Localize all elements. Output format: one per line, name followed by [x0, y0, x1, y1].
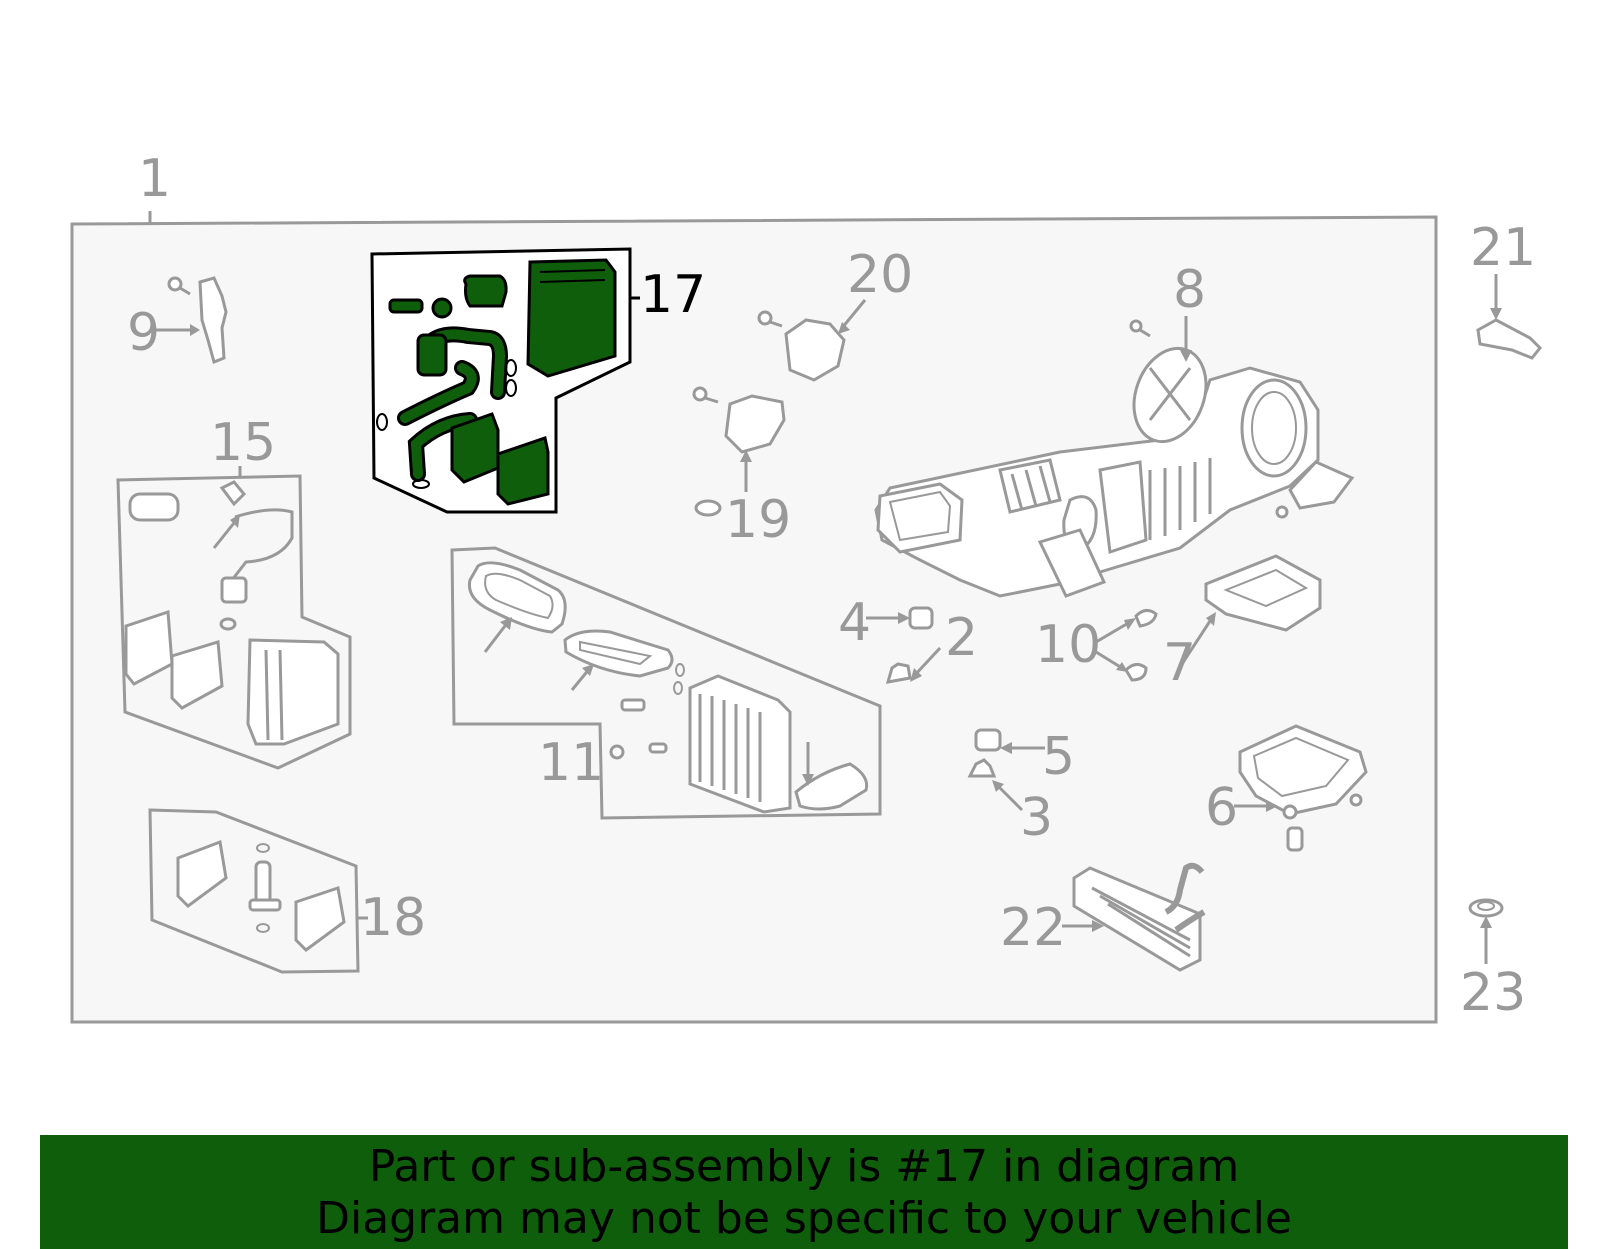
part-6[interactable] [1234, 724, 1368, 852]
callout-2[interactable]: 2 [945, 608, 978, 668]
part-3[interactable] [967, 758, 1024, 812]
part-23[interactable] [1468, 898, 1504, 964]
info-banner: Part or sub-assembly is #17 in diagram D… [40, 1135, 1568, 1249]
part-9-bracket[interactable] [155, 276, 228, 365]
part-21[interactable] [1476, 274, 1543, 360]
callout-11[interactable]: 11 [538, 733, 604, 793]
part-4[interactable] [866, 606, 934, 630]
banner-line-2: Diagram may not be specific to your vehi… [316, 1193, 1292, 1244]
part-15-group[interactable] [116, 466, 352, 770]
callout-6[interactable]: 6 [1205, 778, 1238, 838]
callout-7[interactable]: 7 [1163, 633, 1196, 693]
callout-17[interactable]: 17 [640, 265, 706, 325]
callout-22[interactable]: 22 [1000, 898, 1066, 958]
part-5[interactable] [974, 728, 1045, 754]
hvac-housing[interactable] [874, 316, 1355, 598]
part-22-heater-core[interactable] [1062, 862, 1206, 972]
callout-5[interactable]: 5 [1042, 727, 1075, 787]
part-11-14-group[interactable] [450, 546, 882, 820]
part-10[interactable] [1095, 609, 1158, 682]
part-7[interactable] [1180, 554, 1322, 665]
callout-4[interactable]: 4 [838, 593, 871, 653]
callout-15[interactable]: 15 [210, 413, 276, 473]
part-18-group[interactable] [148, 808, 368, 974]
part-19[interactable] [692, 386, 786, 517]
sub-assembly-17[interactable] [370, 247, 640, 514]
banner-line-1: Part or sub-assembly is #17 in diagram [368, 1141, 1240, 1192]
callout-23[interactable]: 23 [1460, 963, 1526, 1023]
callout-9[interactable]: 9 [127, 303, 160, 363]
callout-1[interactable]: 1 [138, 149, 171, 209]
callout-8[interactable]: 8 [1173, 260, 1206, 320]
callout-18[interactable]: 18 [360, 888, 426, 948]
part-2[interactable] [885, 646, 942, 684]
callout-10[interactable]: 10 [1035, 615, 1101, 675]
callout-3[interactable]: 3 [1020, 788, 1053, 848]
part-20[interactable] [757, 299, 867, 382]
callout-19[interactable]: 19 [725, 490, 791, 550]
callout-20[interactable]: 20 [847, 245, 913, 305]
callout-21[interactable]: 21 [1470, 218, 1536, 278]
